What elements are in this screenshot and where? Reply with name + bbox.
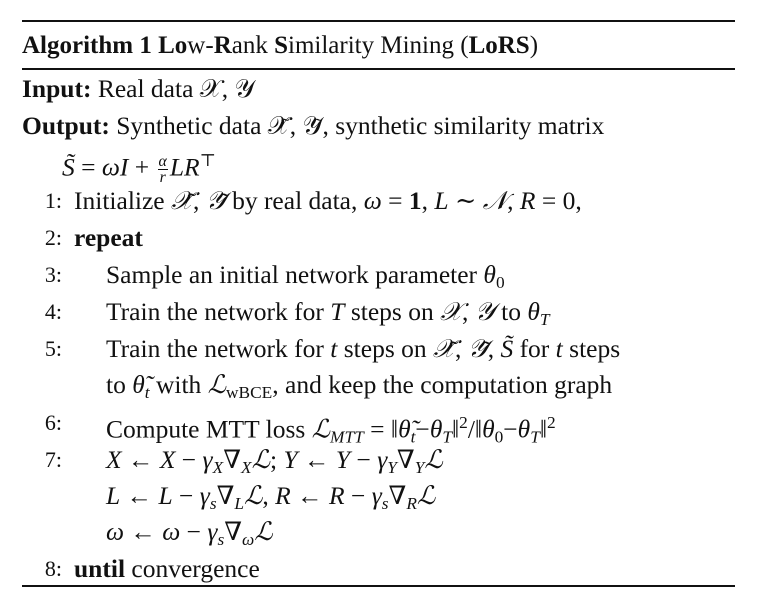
- line-number: 8:: [44, 556, 62, 581]
- bottom-rule: [22, 585, 735, 587]
- algorithm-number: Algorithm 1: [22, 32, 152, 59]
- line-number: 5:: [44, 336, 62, 361]
- output-line: Output: Synthetic data 𝒳̃, 𝒴̃, synthetic…: [22, 111, 604, 141]
- input-line: Input: Real data 𝒳, 𝒴: [22, 74, 254, 104]
- output-label: Output:: [22, 111, 110, 140]
- input-label: Input:: [22, 74, 92, 103]
- line-number: 4:: [44, 299, 62, 324]
- step-7-xy-update: X ← X − γX∇Xℒ; Y ← Y − γY∇Yℒ: [106, 445, 443, 477]
- step-8: until convergence: [74, 554, 260, 583]
- step-5: Train the network for t steps on 𝒳̃, 𝒴̃,…: [106, 334, 621, 364]
- line-number: 2:: [44, 225, 62, 250]
- step-2-repeat: repeat: [74, 223, 143, 252]
- title-text: Low-Rank Similarity Mining (LoRS): [158, 32, 539, 59]
- algorithm-block: Algorithm 1 Low-Rank Similarity Mining (…: [22, 18, 735, 590]
- line-number: 6:: [44, 410, 62, 435]
- step-5-continued: to θ̃t with ℒwBCE, and keep the computat…: [106, 370, 613, 402]
- step-6: Compute MTT loss ℒMTT = ‖θ̃t−θT‖2/‖θ0−θT…: [106, 413, 556, 447]
- algorithm-title: Algorithm 1 Low-Rank Similarity Mining (…: [22, 31, 538, 61]
- line-number: 7:: [44, 447, 62, 472]
- step-1: Initialize 𝒳̃, 𝒴̃ by real data, ω = 1, L…: [74, 186, 582, 216]
- step-3: Sample an initial network parameter θ0: [106, 260, 505, 292]
- output-text: Synthetic data 𝒳̃, 𝒴̃, synthetic similar…: [116, 111, 605, 140]
- input-text: Real data 𝒳, 𝒴: [97, 74, 255, 103]
- line-number: 3:: [44, 262, 62, 287]
- line-number: 1:: [44, 188, 62, 213]
- top-rule: [22, 20, 735, 22]
- title-rule: [22, 68, 735, 70]
- step-4: Train the network for T steps on 𝒳, 𝒴 to…: [106, 297, 550, 329]
- step-7-lr-update: L ← L − γs∇Lℒ, R ← R − γs∇Rℒ: [106, 481, 436, 513]
- step-7-omega-update: ω ← ω − γs∇ωℒ: [106, 517, 273, 549]
